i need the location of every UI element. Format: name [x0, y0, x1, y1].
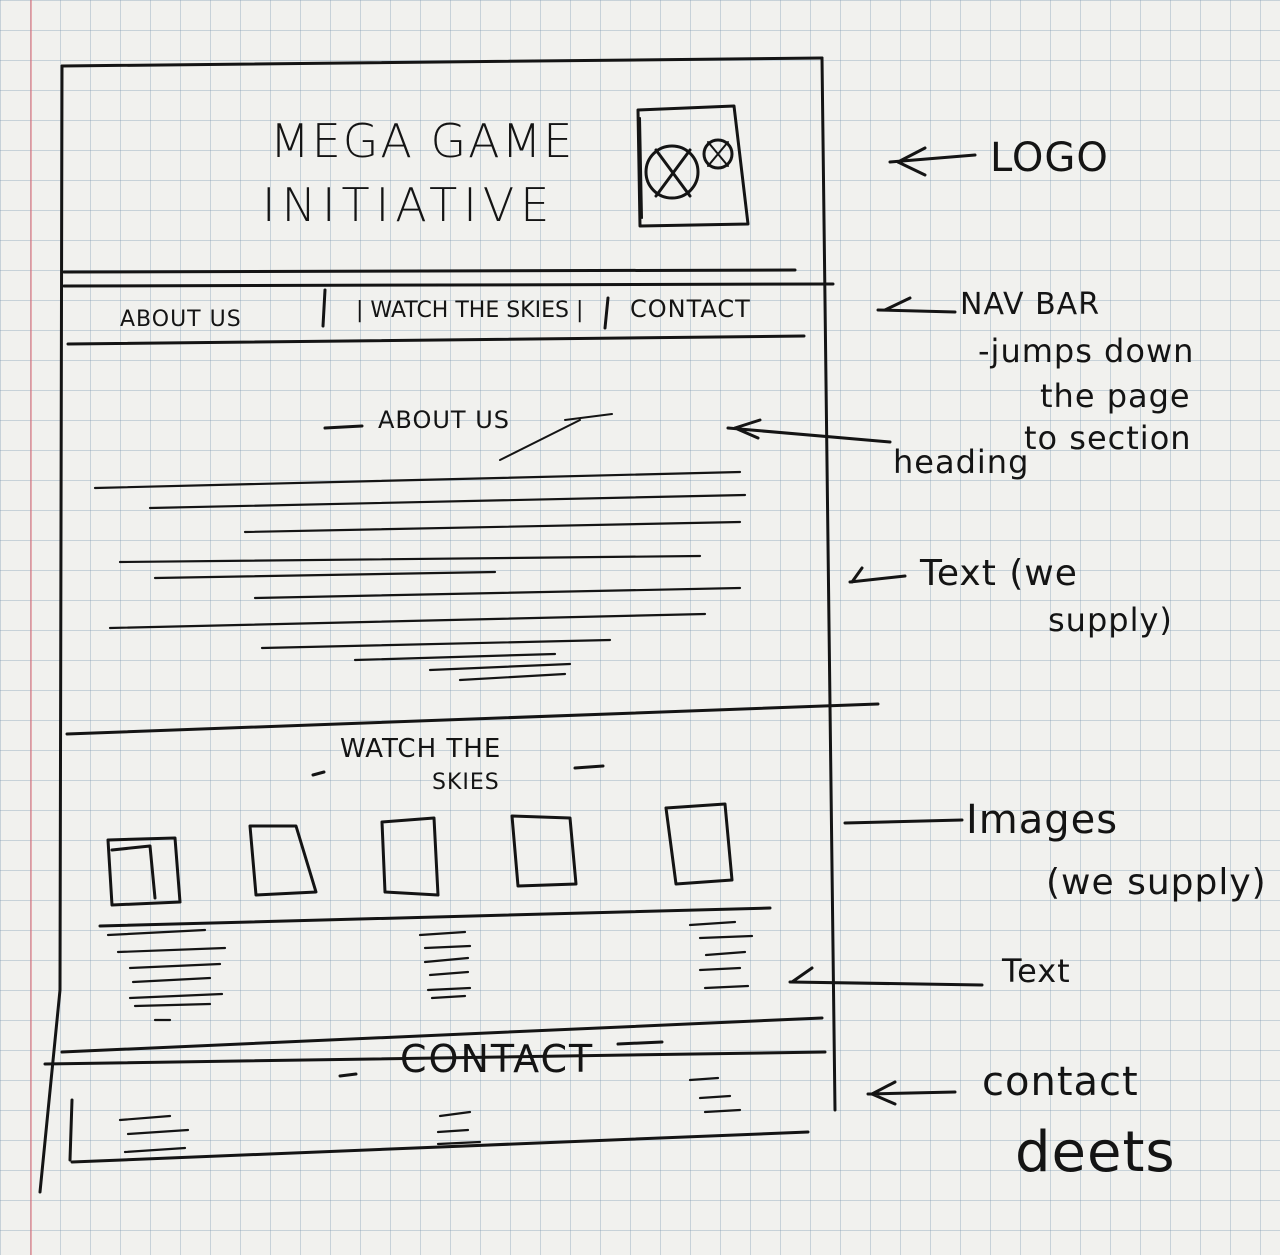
image-caption-lines	[106, 920, 754, 1022]
annotation-heading: heading	[893, 443, 1030, 481]
images-divider	[98, 906, 772, 928]
annotation-nav-note-2: the page	[1040, 377, 1191, 415]
site-title-line-1: MEGA GAME	[270, 114, 575, 168]
nav-divider-bottom	[66, 334, 806, 346]
nav-separator-2	[603, 296, 610, 330]
arrow-nav	[876, 296, 957, 314]
about-heading-dash-right	[499, 413, 613, 461]
annotation-images-line-1: Images	[966, 797, 1119, 843]
image-placeholder-1	[106, 836, 182, 907]
arrow-heading	[726, 418, 892, 444]
annotation-logo: LOGO	[990, 135, 1109, 181]
contact-heading-dash-right	[616, 1040, 664, 1046]
annotation-text-line-2: supply)	[1048, 601, 1173, 639]
nav-item-watch-the-skies[interactable]: | WATCH THE SKIES |	[356, 298, 584, 323]
image-placeholder-5	[664, 802, 734, 886]
image-placeholder-2	[248, 824, 318, 897]
nav-item-about-us[interactable]: ABOUT US	[120, 307, 242, 332]
nav-separator-1	[321, 288, 327, 328]
contact-heading-dash-left	[338, 1072, 358, 1078]
annotation-images-line-2: (we supply)	[1046, 862, 1267, 903]
arrow-images	[843, 818, 964, 825]
site-title-line-2: INITIATIVE	[262, 178, 556, 232]
image-placeholder-3	[380, 816, 440, 897]
annotation-arrows	[726, 146, 984, 1106]
contact-detail-lines	[118, 1076, 742, 1154]
contact-divider-top	[60, 1016, 824, 1054]
annotation-nav-note-3: to section	[1024, 419, 1192, 457]
contact-heading: CONTACT	[400, 1037, 595, 1081]
contact-left-line	[68, 1098, 74, 1162]
annotation-text: Text	[1002, 952, 1071, 990]
contact-divider-mid	[43, 1050, 827, 1066]
contact-bottom-line	[70, 1130, 810, 1164]
page-frame	[38, 56, 837, 1194]
watch-the-skies-heading-line-1: WATCH THE	[340, 734, 502, 764]
nav-divider-top	[62, 282, 835, 288]
skies-heading-dash-left	[311, 770, 326, 777]
header-divider	[62, 268, 797, 274]
about-text-lines	[93, 470, 747, 682]
watch-the-skies-heading-line-2: SKIES	[432, 770, 500, 795]
annotation-nav-bar: NAV BAR	[960, 287, 1101, 322]
skies-heading-dash-right	[573, 764, 605, 770]
paper-margin-line	[30, 0, 32, 1255]
annotation-nav-note-1: -jumps down	[978, 332, 1195, 370]
image-placeholder-4	[510, 814, 578, 888]
annotation-contact-line-2: deets	[1015, 1120, 1176, 1185]
about-heading-dash-left	[323, 424, 364, 430]
image-placeholders	[106, 802, 734, 907]
logo-icon	[636, 104, 750, 228]
annotation-text-line-1: Text (we	[920, 553, 1078, 594]
arrow-logo	[888, 146, 977, 177]
arrow-text	[848, 566, 907, 584]
about-section-divider	[65, 702, 880, 736]
arrow-text-small	[788, 966, 984, 987]
about-us-heading: ABOUT US	[378, 406, 511, 434]
nav-item-contact[interactable]: CONTACT	[630, 295, 751, 323]
annotation-contact-line-1: contact	[982, 1059, 1139, 1105]
arrow-contact	[866, 1080, 957, 1106]
